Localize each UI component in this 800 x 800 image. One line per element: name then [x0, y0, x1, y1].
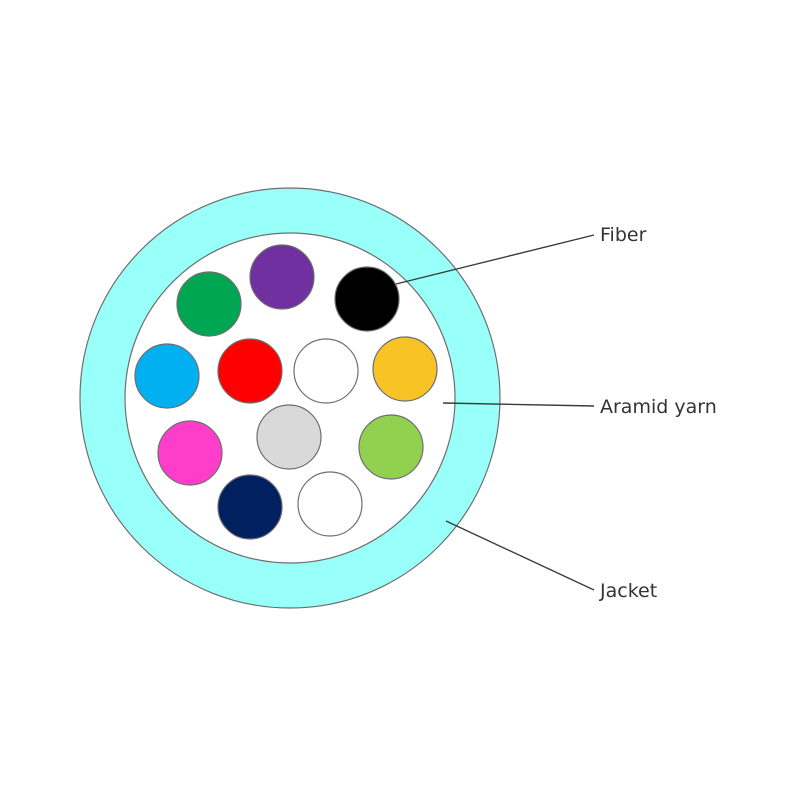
fiber-leader-line	[395, 234, 595, 285]
fiber-yellow	[372, 336, 438, 402]
fiber-red	[217, 338, 283, 404]
fiber-black	[334, 266, 400, 332]
aramid-yarn-label: Aramid yarn	[600, 396, 717, 418]
fiber-slate	[256, 404, 322, 470]
fiber-label: Fiber	[600, 224, 647, 246]
fiber-green	[176, 271, 242, 337]
jacket-label: Jacket	[599, 580, 657, 602]
fiber-violet	[249, 244, 315, 310]
fiber-white-2	[297, 471, 363, 537]
fiber-blue	[217, 474, 283, 540]
fiber-white	[293, 338, 359, 404]
fiber-group	[134, 244, 438, 540]
fiber-aqua	[134, 343, 200, 409]
jacket-leader-line	[445, 520, 595, 591]
fiber-rose	[157, 420, 223, 486]
aramid-yarn-leader-line	[442, 402, 595, 407]
fiber-lime	[358, 414, 424, 480]
